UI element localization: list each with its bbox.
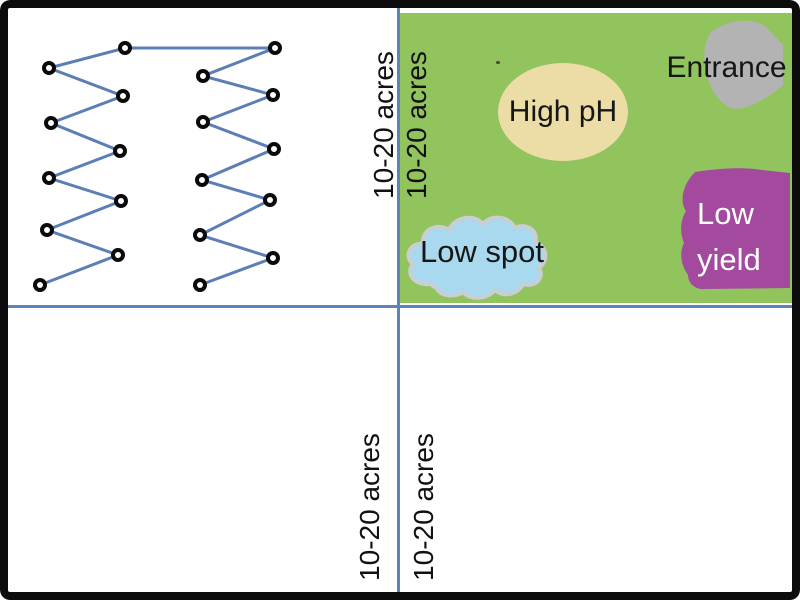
sample-point bbox=[44, 116, 58, 130]
entrance-shape bbox=[704, 20, 783, 109]
low-spot-shape bbox=[406, 215, 548, 300]
sample-point bbox=[266, 251, 280, 265]
low-spot-label: Low spot bbox=[419, 234, 545, 269]
sample-point bbox=[267, 142, 281, 156]
ink-speck bbox=[496, 61, 500, 64]
sample-point bbox=[196, 115, 210, 129]
sample-point bbox=[118, 41, 132, 55]
sample-point bbox=[193, 278, 207, 292]
low-yield-label-line2: yield bbox=[697, 242, 761, 277]
vertical-divider bbox=[397, 8, 400, 592]
sample-point bbox=[195, 173, 209, 187]
sample-point bbox=[263, 193, 277, 207]
sample-point bbox=[33, 278, 47, 292]
sample-point bbox=[193, 228, 207, 242]
acres-label-bottom-right: 10-20 acres bbox=[408, 433, 439, 581]
sample-point bbox=[268, 41, 282, 55]
sample-point bbox=[111, 248, 125, 262]
sample-point bbox=[113, 144, 127, 158]
high-ph-label: High pH bbox=[508, 95, 618, 128]
field-map: High pH Entrance Low yield Low spot bbox=[400, 13, 792, 303]
sample-point bbox=[114, 194, 128, 208]
low-yield-shape bbox=[681, 168, 790, 290]
acres-label-bottom-left: 10-20 acres bbox=[354, 433, 385, 581]
sample-point bbox=[196, 69, 210, 83]
acres-label-top-left: 10-20 acres bbox=[368, 51, 399, 199]
horizontal-divider bbox=[8, 305, 792, 308]
field-shapes-svg bbox=[406, 20, 790, 300]
sample-point bbox=[116, 89, 130, 103]
sample-point bbox=[40, 223, 54, 237]
high-ph-zone: High pH bbox=[498, 63, 628, 161]
sampling-polyline bbox=[39, 46, 278, 287]
sample-point bbox=[42, 171, 56, 185]
sample-point bbox=[266, 88, 280, 102]
sample-point bbox=[42, 61, 56, 75]
low-yield-label: Low yield bbox=[697, 191, 792, 283]
low-yield-label-line1: Low bbox=[697, 196, 754, 231]
entrance-label: Entrance bbox=[666, 51, 787, 84]
acres-label-top-right: 10-20 acres bbox=[401, 51, 432, 199]
